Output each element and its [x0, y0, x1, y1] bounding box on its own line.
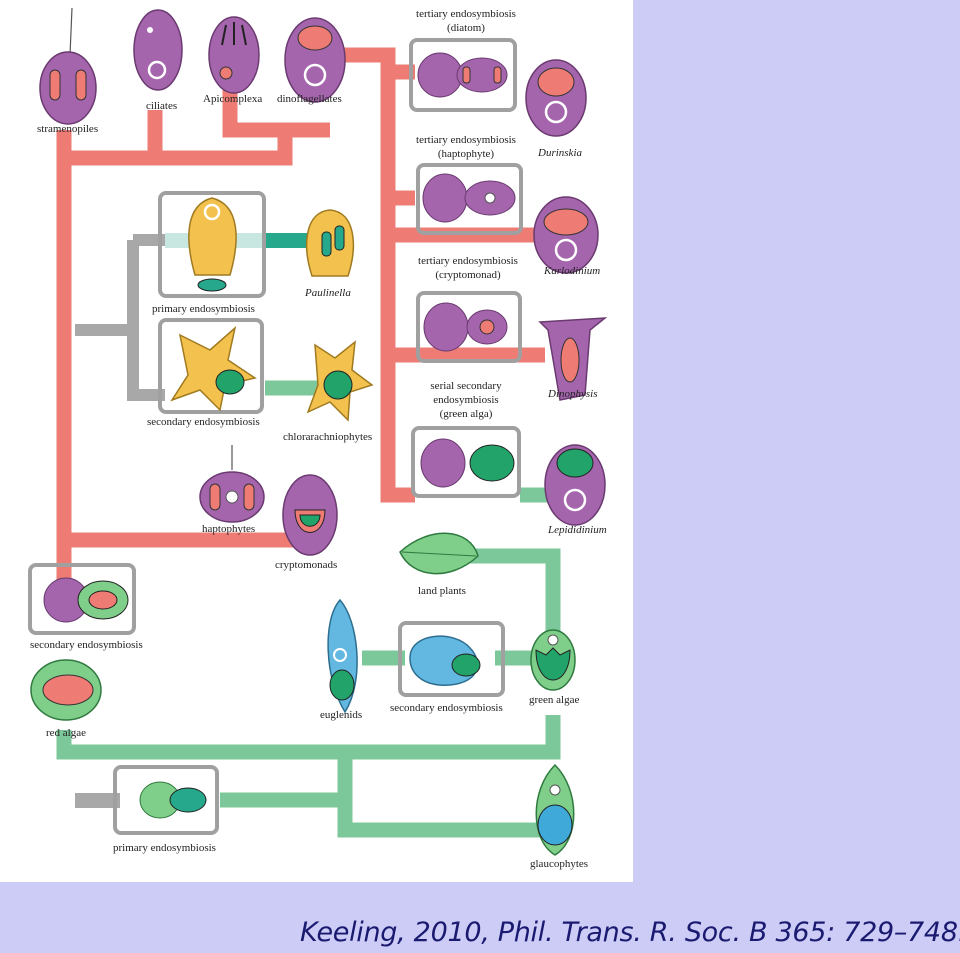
primary-bottom-cells — [139, 781, 207, 819]
box-tertiary-cryptomonad — [416, 291, 522, 363]
primary-endosymbiosis-yellow-cell — [188, 197, 237, 292]
serial-secondary-cells — [420, 438, 515, 488]
cryptomonad-icon — [282, 474, 338, 556]
tertiary-cryptomonad-cells — [423, 302, 508, 352]
label-lepidodinium: Lepididinium — [547, 524, 607, 536]
durinskia-icon — [525, 59, 587, 137]
label-euglenids: euglenids — [320, 709, 362, 721]
teal-branch-paulinella — [265, 233, 310, 248]
box-secondary-left — [28, 563, 136, 635]
apicomplexa-icon — [208, 16, 260, 94]
label-tertiary-hapto-2: (haptophyte) — [438, 148, 495, 160]
haptophyte-icon — [199, 445, 265, 523]
tertiary-haptophyte-cells — [422, 173, 516, 223]
secondary-green-cells — [409, 635, 481, 686]
label-dinophysis: Dinophysis — [547, 388, 598, 400]
box-tertiary-diatom — [409, 38, 517, 112]
green-alga-icon — [530, 629, 576, 691]
tertiary-diatom-cells — [417, 52, 508, 98]
diagram-labels: stramenopiles ciliates Apicomplexa dinof… — [30, 8, 607, 870]
euglenid-icon — [327, 598, 358, 714]
label-paulinella: Paulinella — [304, 287, 351, 299]
tree-diagram: stramenopiles ciliates Apicomplexa dinof… — [28, 7, 608, 870]
label-secondary-endo-left: secondary endosymbiosis — [30, 639, 143, 651]
karlodinium-icon — [533, 196, 599, 274]
label-primary-endo-top: primary endosymbiosis — [152, 303, 255, 315]
label-karlodinium: Karlodinium — [543, 265, 600, 277]
grey-branch-bottom — [75, 793, 120, 808]
label-land-plants: land plants — [418, 585, 466, 597]
stramenopile-icon — [39, 7, 97, 125]
label-tertiary-hapto-1: tertiary endosymbiosis — [416, 134, 516, 146]
red-lineage-branches — [56, 47, 555, 600]
label-glaucophytes: glaucophytes — [530, 858, 588, 870]
label-chlorarachniophytes: chlorarachniophytes — [283, 431, 372, 443]
label-durinskia: Durinskia — [537, 147, 583, 159]
label-stramenopiles: stramenopiles — [37, 123, 98, 135]
label-dinoflagellates: dinoflagellates — [277, 93, 342, 105]
box-secondary-green — [398, 621, 505, 697]
box-primary-bottom — [113, 765, 219, 835]
lepidodinium-icon — [544, 444, 606, 526]
label-red-algae: red algae — [46, 727, 86, 739]
label-haptophytes: haptophytes — [202, 523, 255, 535]
glaucophyte-icon — [535, 763, 575, 856]
label-serial-1: serial secondary — [430, 380, 502, 392]
land-plant-leaf-icon — [399, 532, 479, 575]
label-ciliates: ciliates — [146, 100, 177, 112]
label-primary-endo-bottom: primary endosymbiosis — [113, 842, 216, 854]
label-tertiary-crypto-2: (cryptomonad) — [435, 269, 501, 281]
dinoflagellate-icon — [284, 17, 346, 103]
box-primary-top — [158, 191, 266, 298]
citation-text: Keeling, 2010, Phil. Trans. R. Soc. B 36… — [300, 917, 960, 948]
red-alga-icon — [30, 659, 102, 721]
box-tertiary-haptophyte — [416, 163, 523, 235]
dinophysis-icon — [538, 317, 608, 401]
box-serial-secondary — [411, 426, 521, 498]
label-tertiary-crypto-1: tertiary endosymbiosis — [418, 255, 518, 267]
paulinella-icon — [306, 209, 354, 277]
secondary-endosymbiosis-star-cell — [170, 325, 257, 412]
label-green-algae: green algae — [529, 694, 579, 706]
label-secondary-endo-green: secondary endosymbiosis — [390, 702, 503, 714]
box-secondary-mid — [158, 318, 264, 414]
ciliate-icon — [133, 9, 183, 91]
secondary-left-cells — [43, 577, 129, 623]
label-cryptomonads: cryptomonads — [275, 559, 337, 571]
grey-lineage-branches — [75, 234, 165, 401]
label-secondary-endo-mid: secondary endosymbiosis — [147, 416, 260, 428]
label-apicomplexa: Apicomplexa — [203, 93, 262, 105]
endosymbiosis-boxes — [28, 38, 523, 835]
endosymbiosis-tree-figure: stramenopiles ciliates Apicomplexa dinof… — [0, 0, 633, 882]
chlorarachniophyte-icon — [306, 340, 374, 422]
label-serial-2: endosymbiosis — [433, 394, 498, 406]
label-tertiary-diatom-1: tertiary endosymbiosis — [416, 8, 516, 20]
label-serial-3: (green alga) — [440, 408, 493, 420]
label-tertiary-diatom-2: (diatom) — [447, 22, 485, 34]
